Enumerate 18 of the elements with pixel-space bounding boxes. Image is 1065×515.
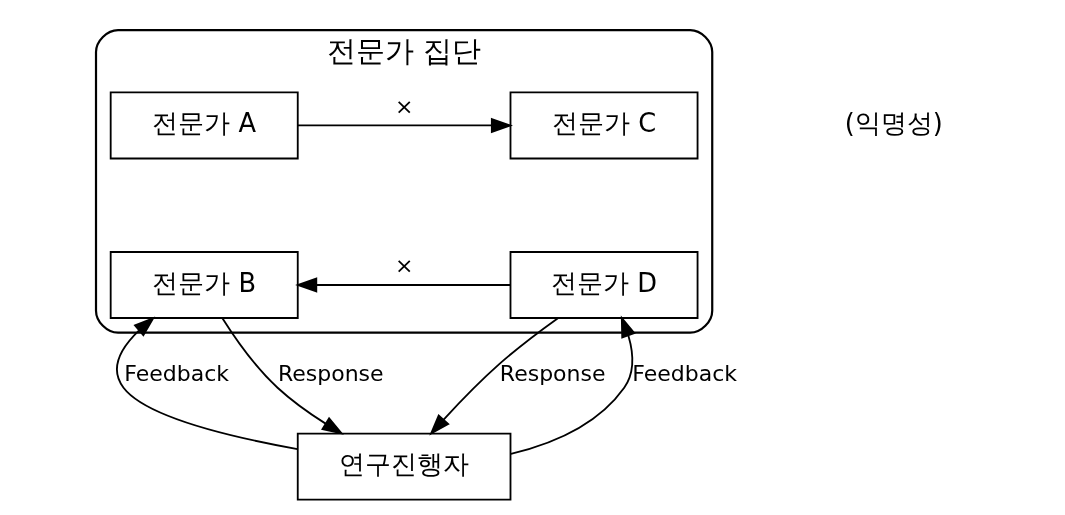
arrow [221,317,344,435]
node-box: 전문가 C [509,91,699,160]
arrow [510,315,636,455]
node-box: 전문가 D [509,251,699,319]
edge-label: Feedback [124,361,230,387]
edge-label: × [394,253,414,279]
edge-label: Response [277,361,384,387]
node-box: 전문가 B [109,251,299,319]
node-box: 연구진행자 [296,432,512,501]
arrow [429,317,559,436]
edge-label: Feedback [632,361,738,387]
edge-label: Response [499,361,606,387]
label: (익명성) [844,108,943,139]
arrow [297,117,513,134]
node-box: 전문가 A [109,91,299,160]
arrow [116,316,299,450]
edge-label: × [394,93,414,119]
arrow [295,277,512,293]
